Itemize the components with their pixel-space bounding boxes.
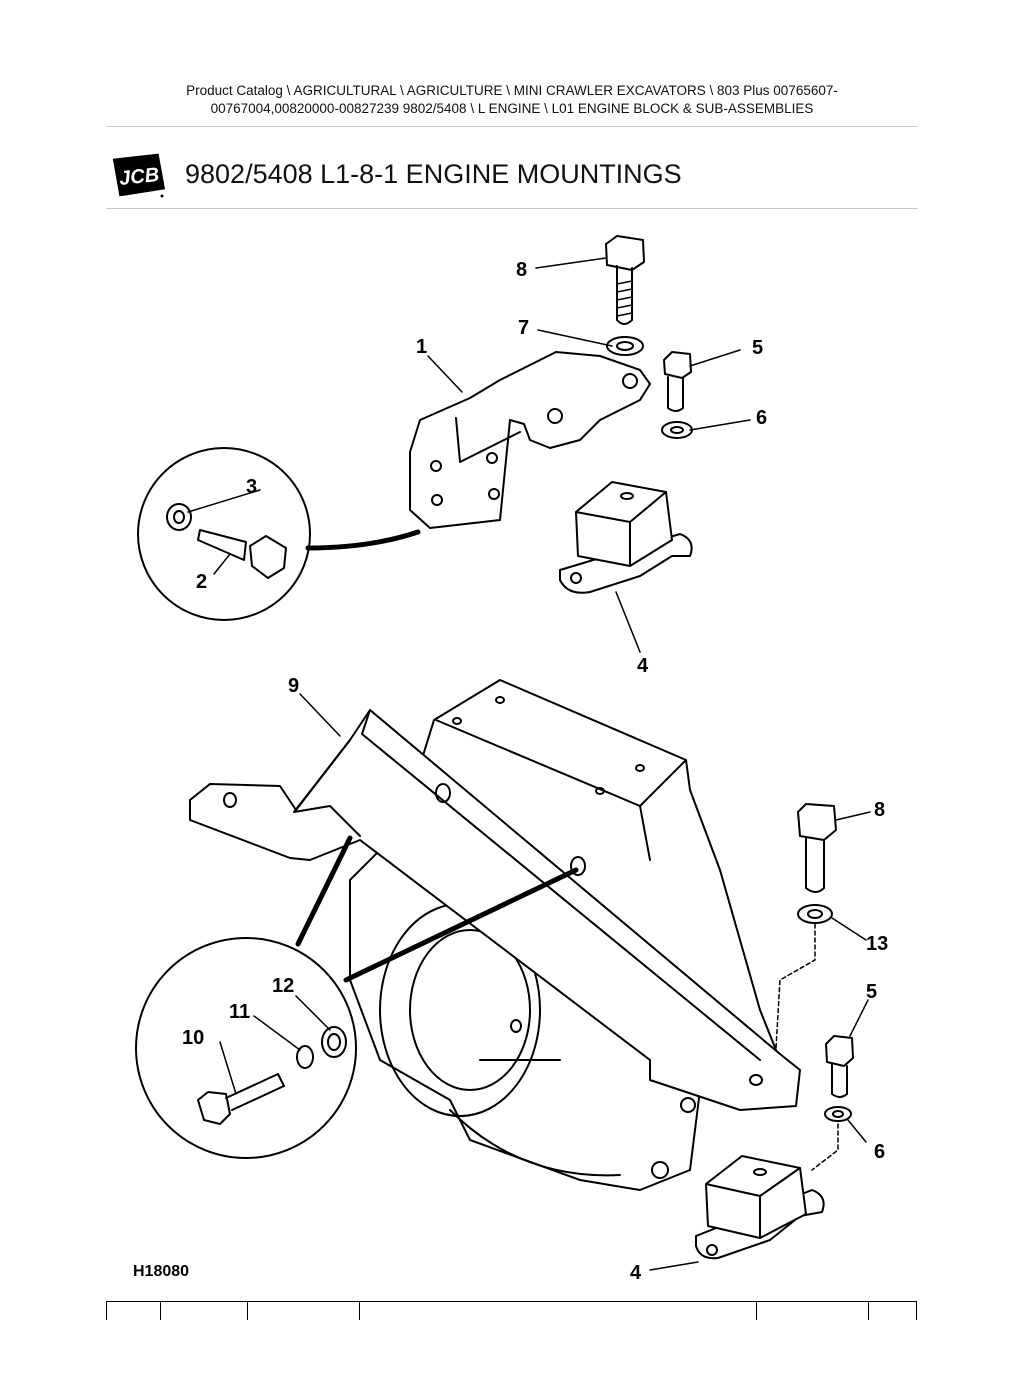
table-cell-divider xyxy=(756,1302,757,1320)
detail-circle-top xyxy=(137,447,421,621)
bolt-part-8-right xyxy=(797,803,837,893)
callout-6-right: 6 xyxy=(874,1141,885,1163)
callout-3: 3 xyxy=(246,476,257,498)
callout-13: 13 xyxy=(866,933,888,955)
callout-4-bottom: 4 xyxy=(630,1262,642,1284)
parts-table-header xyxy=(106,1301,917,1322)
washer-part-6-top xyxy=(661,421,693,439)
parts-diagram: 1 2 3 4 5 6 7 8 9 10 11 12 13 8 5 6 4 xyxy=(135,235,888,1284)
callout-12: 12 xyxy=(272,975,294,997)
leader-lines xyxy=(187,257,871,1271)
callout-6-top: 6 xyxy=(756,407,767,429)
bolt-part-5-top xyxy=(663,351,692,412)
diagram-reference: H18080 xyxy=(133,1263,190,1280)
callout-10: 10 xyxy=(182,1027,204,1049)
callout-11: 11 xyxy=(229,1001,250,1023)
callout-4-top: 4 xyxy=(637,655,649,677)
table-cell-divider xyxy=(106,1302,107,1320)
callout-8-top: 8 xyxy=(516,259,527,281)
table-cell-divider xyxy=(359,1302,360,1320)
table-cell-divider xyxy=(247,1302,248,1320)
bolt-part-8-top xyxy=(605,235,645,325)
callout-1: 1 xyxy=(416,336,427,358)
breadcrumb-line-2: 00767004,00820000-00827239 9802/5408 \ L… xyxy=(210,101,814,116)
callout-7: 7 xyxy=(518,317,529,339)
breadcrumb: Product Catalog \ AGRICULTURAL \ AGRICUL… xyxy=(106,82,918,118)
callout-5-right: 5 xyxy=(866,981,877,1003)
washer-part-7 xyxy=(606,336,644,356)
page-title: 9802/5408 L1-8-1 ENGINE MOUNTINGS xyxy=(185,159,682,189)
bracket-part-1 xyxy=(409,351,651,529)
callout-9: 9 xyxy=(288,675,299,697)
rubber-mount-part-4-bottom xyxy=(695,1155,825,1260)
jcb-logo: JCB xyxy=(110,151,168,201)
callout-2: 2 xyxy=(196,571,207,593)
title-divider xyxy=(106,208,918,209)
logo-text: JCB xyxy=(118,164,160,190)
callout-5-top: 5 xyxy=(752,337,763,359)
washer-part-13 xyxy=(797,904,833,924)
callout-8-right: 8 xyxy=(874,799,885,821)
bolt-part-5-right xyxy=(825,1035,854,1098)
table-cell-divider xyxy=(916,1302,917,1320)
table-cell-divider xyxy=(160,1302,161,1320)
header-divider xyxy=(106,126,918,127)
callout-labels: 1 2 3 4 5 6 7 8 9 10 11 12 13 8 5 6 4 xyxy=(182,259,888,1284)
breadcrumb-line-1: Product Catalog \ AGRICULTURAL \ AGRICUL… xyxy=(186,83,838,98)
rubber-mount-part-4-top xyxy=(559,481,693,594)
table-cell-divider xyxy=(868,1302,869,1320)
detail-circle-bottom xyxy=(135,835,579,1159)
washer-part-6-right xyxy=(824,1106,852,1122)
